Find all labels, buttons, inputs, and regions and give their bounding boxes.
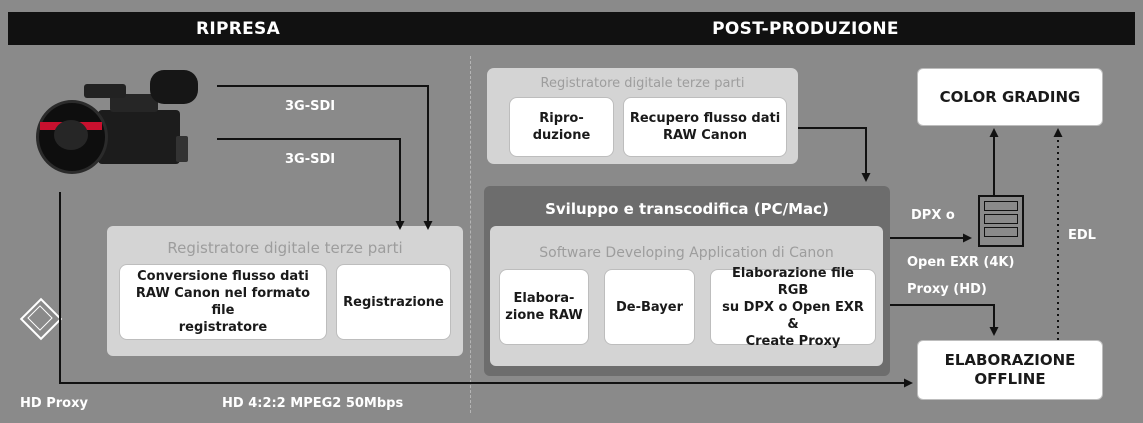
box-elaborazione-raw: Elabora- zione RAW	[499, 269, 589, 345]
arrow-recorder-to-sviluppo	[798, 127, 871, 182]
sviluppo-title: Sviluppo e transcodifica (PC/Mac)	[545, 200, 829, 218]
label-hd-mpeg: HD 4:2:2 MPEG2 50Mbps	[222, 396, 404, 411]
box-recupero-flusso: Recupero flusso dati RAW Canon	[623, 97, 787, 157]
header-post-produzione: POST-PRODUZIONE	[712, 18, 899, 39]
header-bar	[8, 12, 1135, 45]
arrow-hd-proxy-to-offline	[59, 192, 913, 388]
box-elaborazione-rgb: Elaborazione file RGB su DPX o Open EXR …	[710, 266, 876, 349]
arrow-sdi-top	[217, 85, 433, 230]
arrow-sviluppo-to-offline	[890, 304, 999, 336]
header-ripresa: RIPRESA	[195, 18, 281, 39]
label-open-exr: Open EXR (4K)	[907, 255, 1015, 270]
camera-image	[30, 66, 200, 178]
label-hd-proxy: HD Proxy	[20, 396, 88, 411]
label-proxy-hd: Proxy (HD)	[907, 282, 987, 297]
label-sdi-top: 3G-SDI	[285, 99, 336, 114]
section-divider	[470, 56, 471, 413]
label-edl: EDL	[1068, 228, 1096, 243]
arrow-sdi-bottom	[217, 138, 405, 230]
box-conversione-flusso: Conversione flusso dati RAW Canon nel fo…	[119, 264, 327, 340]
label-sdi-bottom: 3G-SDI	[285, 152, 336, 167]
box-de-bayer: De-Bayer	[604, 269, 695, 345]
box-color-grading: COLOR GRADING	[917, 68, 1103, 126]
file-storage-icon	[978, 195, 1024, 247]
recorder-bottom-title: Registratore digitale terze parti	[167, 239, 403, 257]
software-title: Software Developing Application di Canon	[539, 245, 834, 261]
box-registrazione: Registrazione	[336, 264, 451, 340]
box-elaborazione-offline: ELABORAZIONE OFFLINE	[917, 340, 1103, 400]
recorder-top-title: Registratore digitale terze parti	[540, 75, 745, 91]
box-riproduzione: Ripro- duzione	[509, 97, 614, 157]
label-dpx: DPX o	[911, 208, 955, 223]
